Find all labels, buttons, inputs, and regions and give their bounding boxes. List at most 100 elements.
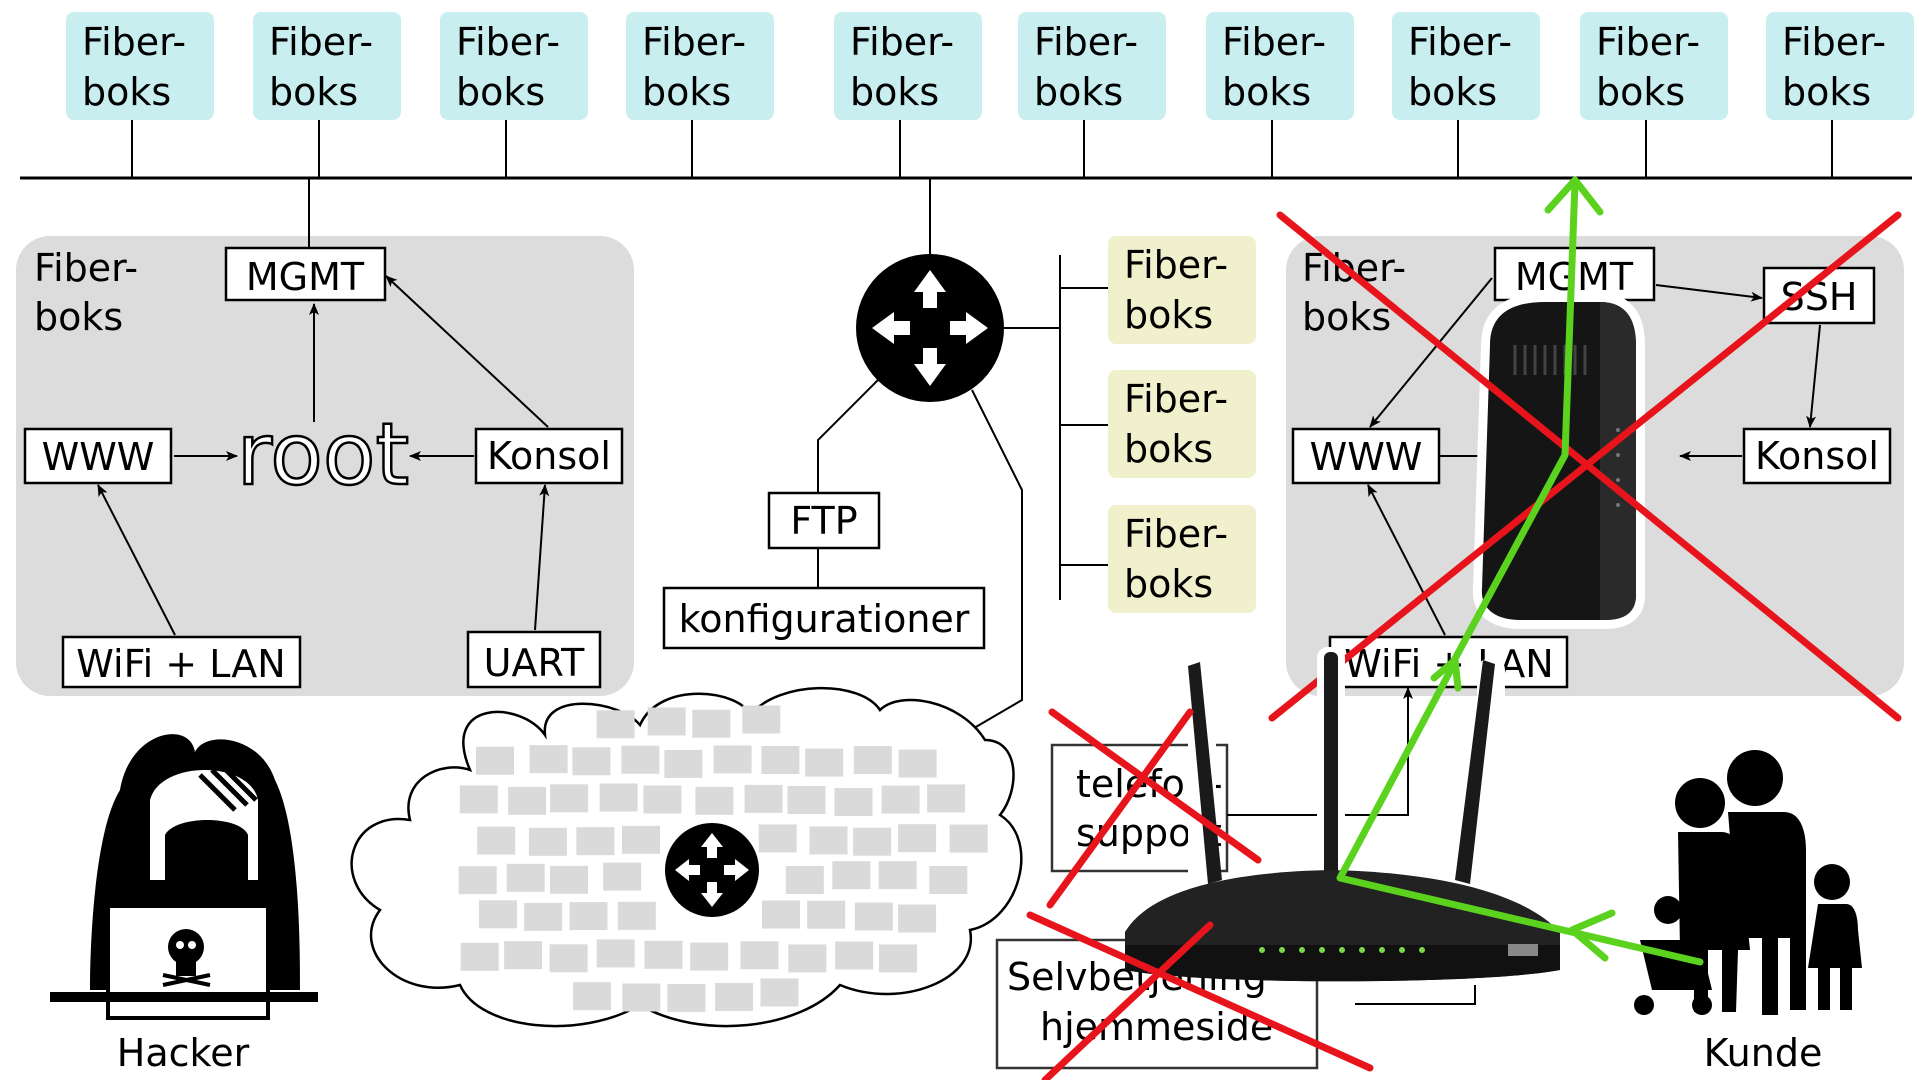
cloud-tile xyxy=(878,861,917,890)
router-icon xyxy=(856,254,1004,402)
left-www-label: WWW xyxy=(42,435,155,479)
top-fiber-boxes: Fiber-boks Fiber-boks Fiber-boks Fiber-boks… xyxy=(66,12,1914,178)
side-fiberbox-2 xyxy=(1108,370,1256,478)
top-fiberbox-label: Fiber- xyxy=(1408,20,1512,64)
cloud-tile xyxy=(879,944,917,973)
cloud-tile xyxy=(573,982,611,1011)
cloud-tile xyxy=(898,824,937,853)
top-fiberbox-label: boks xyxy=(82,70,171,114)
top-fiberbox-8 xyxy=(1392,12,1540,120)
left-panel-bg xyxy=(16,236,634,696)
cloud-tile xyxy=(832,861,871,890)
top-fiberbox-label: Fiber- xyxy=(456,20,560,64)
right-www-label: WWW xyxy=(1310,435,1423,479)
cloud-tile xyxy=(715,983,754,1011)
family-icon xyxy=(1634,750,1862,1015)
top-fiberbox-label: Fiber- xyxy=(1596,20,1700,64)
cloud-tile xyxy=(695,786,734,815)
cloud-tile xyxy=(572,747,611,776)
top-fiberbox-label: Fiber- xyxy=(82,20,186,64)
selvbetjening-label-2: hjemmeside xyxy=(1040,1005,1273,1049)
cloud-tile xyxy=(576,827,615,856)
left-fiberbox-panel: Fiber- boks MGMT WWW root Konsol WiFi + … xyxy=(16,178,634,696)
cloud-tile xyxy=(834,788,873,816)
ftp-label: FTP xyxy=(790,499,857,543)
cloud-tile xyxy=(805,748,844,777)
cloud-tile xyxy=(744,784,783,813)
cloud-tile xyxy=(603,862,642,891)
cloud-tile xyxy=(506,863,545,892)
right-fiberbox-panel: Fiber- boks MGMT SSH WWW Konsol WiFi + L… xyxy=(1286,236,1904,696)
top-fiberbox-label: Fiber- xyxy=(1034,20,1138,64)
cloud-tile xyxy=(853,827,892,856)
left-uart-box xyxy=(466,630,602,689)
arrowhead-top xyxy=(1544,176,1604,216)
cloud-tiles xyxy=(458,705,988,1012)
cloud-tile xyxy=(761,746,800,774)
right-panel-title-1: Fiber- xyxy=(1302,246,1406,290)
top-fiberbox-10 xyxy=(1766,12,1914,120)
top-fiberbox-5 xyxy=(834,12,982,120)
cloud-tile xyxy=(788,944,827,973)
cloud-tile xyxy=(807,900,846,929)
top-fiberbox-label: boks xyxy=(1408,70,1497,114)
cloud-tile xyxy=(529,745,568,774)
top-fiberbox-4 xyxy=(626,12,774,120)
left-panel-title-1: Fiber- xyxy=(34,246,138,290)
cloud-tile xyxy=(644,940,683,969)
cloud-tile xyxy=(549,944,588,973)
hacker-label: Hacker xyxy=(117,1031,250,1075)
cloud-tile xyxy=(476,746,514,775)
cloud-tile xyxy=(621,745,660,774)
cloud-tile xyxy=(742,705,781,734)
cloud-tile xyxy=(508,786,547,815)
hacker-icon xyxy=(50,734,318,1020)
cloud-tile xyxy=(647,707,686,736)
top-fiberbox-label: Fiber- xyxy=(1782,20,1886,64)
top-fiberbox-label: boks xyxy=(1782,70,1871,114)
left-root-label: root xyxy=(237,405,409,505)
cloud-tile xyxy=(596,710,635,739)
left-wifi-box xyxy=(61,635,302,689)
cloud-tile xyxy=(787,786,826,814)
top-fiberbox-label: Fiber- xyxy=(850,20,954,64)
cloud-tile xyxy=(550,865,588,894)
cloud-tile xyxy=(949,824,988,853)
konfig-box xyxy=(662,586,986,650)
support-cross-icon xyxy=(1026,708,1374,1080)
cloud-tile xyxy=(622,825,660,854)
right-www-box xyxy=(1291,427,1441,485)
top-fiberbox-label: boks xyxy=(1222,70,1311,114)
cloud-tile xyxy=(898,749,937,778)
top-fiberbox-3 xyxy=(440,12,588,120)
top-fiberbox-label: boks xyxy=(1596,70,1685,114)
cloud-tile xyxy=(881,785,920,814)
kunde-label: Kunde xyxy=(1704,1031,1823,1075)
cloud-tile xyxy=(690,942,729,971)
top-fiberbox-label: boks xyxy=(269,70,358,114)
cloud-tile xyxy=(785,866,824,894)
cloud-tile xyxy=(479,900,517,929)
cloud-tile xyxy=(528,827,567,856)
left-konsol-box xyxy=(474,427,624,485)
arrowhead-wifi xyxy=(1430,656,1462,692)
cloud-tile xyxy=(809,826,848,855)
top-fiberbox-label: Fiber- xyxy=(269,20,373,64)
top-fiberbox-label: boks xyxy=(1034,70,1123,114)
top-fiberbox-7 xyxy=(1206,12,1354,120)
side-fiberbox-label: boks xyxy=(1124,293,1213,337)
arrowhead-kunde xyxy=(1568,909,1616,962)
left-panel-title-2: boks xyxy=(34,295,123,339)
cloud-tile xyxy=(643,785,682,814)
cloud-tile xyxy=(835,941,874,970)
internet-cloud xyxy=(350,686,1023,1028)
ftp-box xyxy=(767,491,881,550)
cloud-tile xyxy=(853,746,892,775)
top-fiberbox-1 xyxy=(66,12,214,120)
top-fiberbox-label: Fiber- xyxy=(1222,20,1326,64)
cloud-tile xyxy=(622,983,661,1012)
cloud-tile xyxy=(596,939,635,968)
top-fiberbox-6 xyxy=(1018,12,1166,120)
